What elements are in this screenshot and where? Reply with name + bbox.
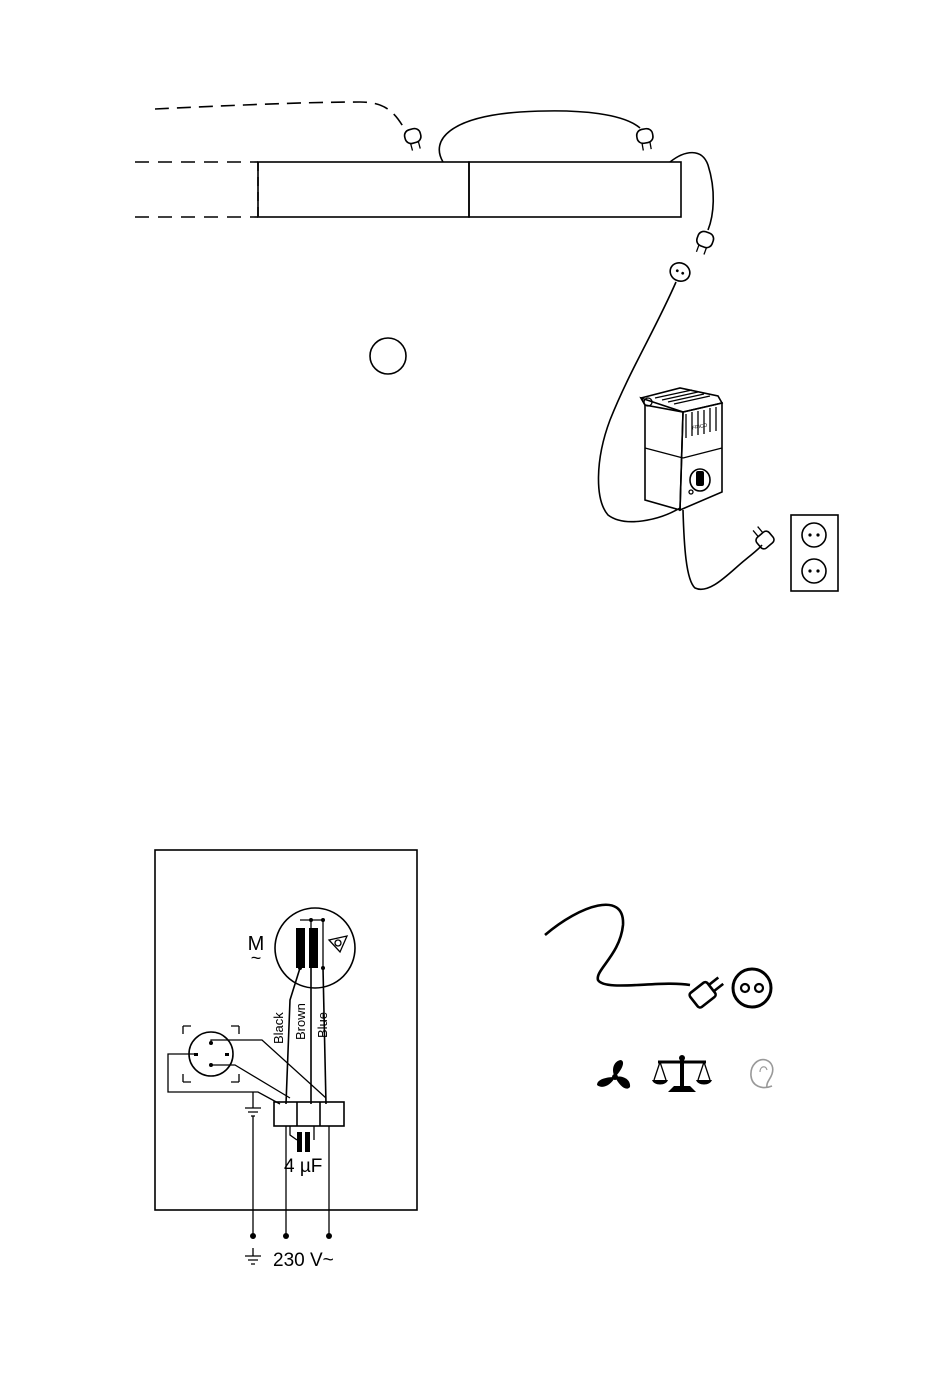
plug-connector-1 xyxy=(403,127,424,151)
output-cable xyxy=(670,153,713,230)
plug-connector-2 xyxy=(636,128,655,151)
optional-cable-dashed xyxy=(155,102,405,130)
wall-socket-double xyxy=(791,515,838,591)
heater-unit-2 xyxy=(469,162,681,217)
wiring-diagram: M ~ Black Brown Blue xyxy=(155,850,417,1271)
cord-line xyxy=(545,905,690,986)
plug-connector-3 xyxy=(693,230,716,256)
heater-unit-1 xyxy=(258,162,469,217)
wire-label-black: Black xyxy=(271,1012,286,1044)
socket-icon xyxy=(733,969,771,1007)
heater-installation-diagram: FRICO xyxy=(135,102,838,591)
ear-icon xyxy=(751,1060,773,1088)
controller-brand: FRICO xyxy=(692,422,709,431)
motor-tilde: ~ xyxy=(251,948,262,968)
link-cable xyxy=(439,111,640,162)
balance-scale-icon xyxy=(652,1055,712,1092)
wire-label-brown: Brown xyxy=(293,1003,308,1040)
mains-cable xyxy=(683,510,762,589)
supply-voltage-label: 230 V~ xyxy=(273,1250,334,1271)
mains-plug xyxy=(749,523,775,550)
controller-input-cable xyxy=(598,282,680,522)
socket-connector xyxy=(667,260,693,285)
fan-icon xyxy=(597,1060,630,1089)
earth-symbol xyxy=(245,1248,261,1264)
capacitor-label: 4 µF xyxy=(284,1156,322,1177)
plug-icon xyxy=(688,974,726,1009)
terminal-block xyxy=(274,1102,344,1126)
thermal-cutout-icon xyxy=(329,936,347,952)
wire-label-blue: Blue xyxy=(315,1012,330,1038)
optional-heater-unit-dashed xyxy=(135,162,258,217)
speed-controller-box: FRICO xyxy=(641,388,722,510)
capacitor-symbol xyxy=(290,1126,314,1152)
reference-circle xyxy=(370,338,406,374)
motor-winding-2 xyxy=(309,928,318,968)
motor-winding-1 xyxy=(296,928,305,968)
feature-icons xyxy=(545,905,773,1092)
